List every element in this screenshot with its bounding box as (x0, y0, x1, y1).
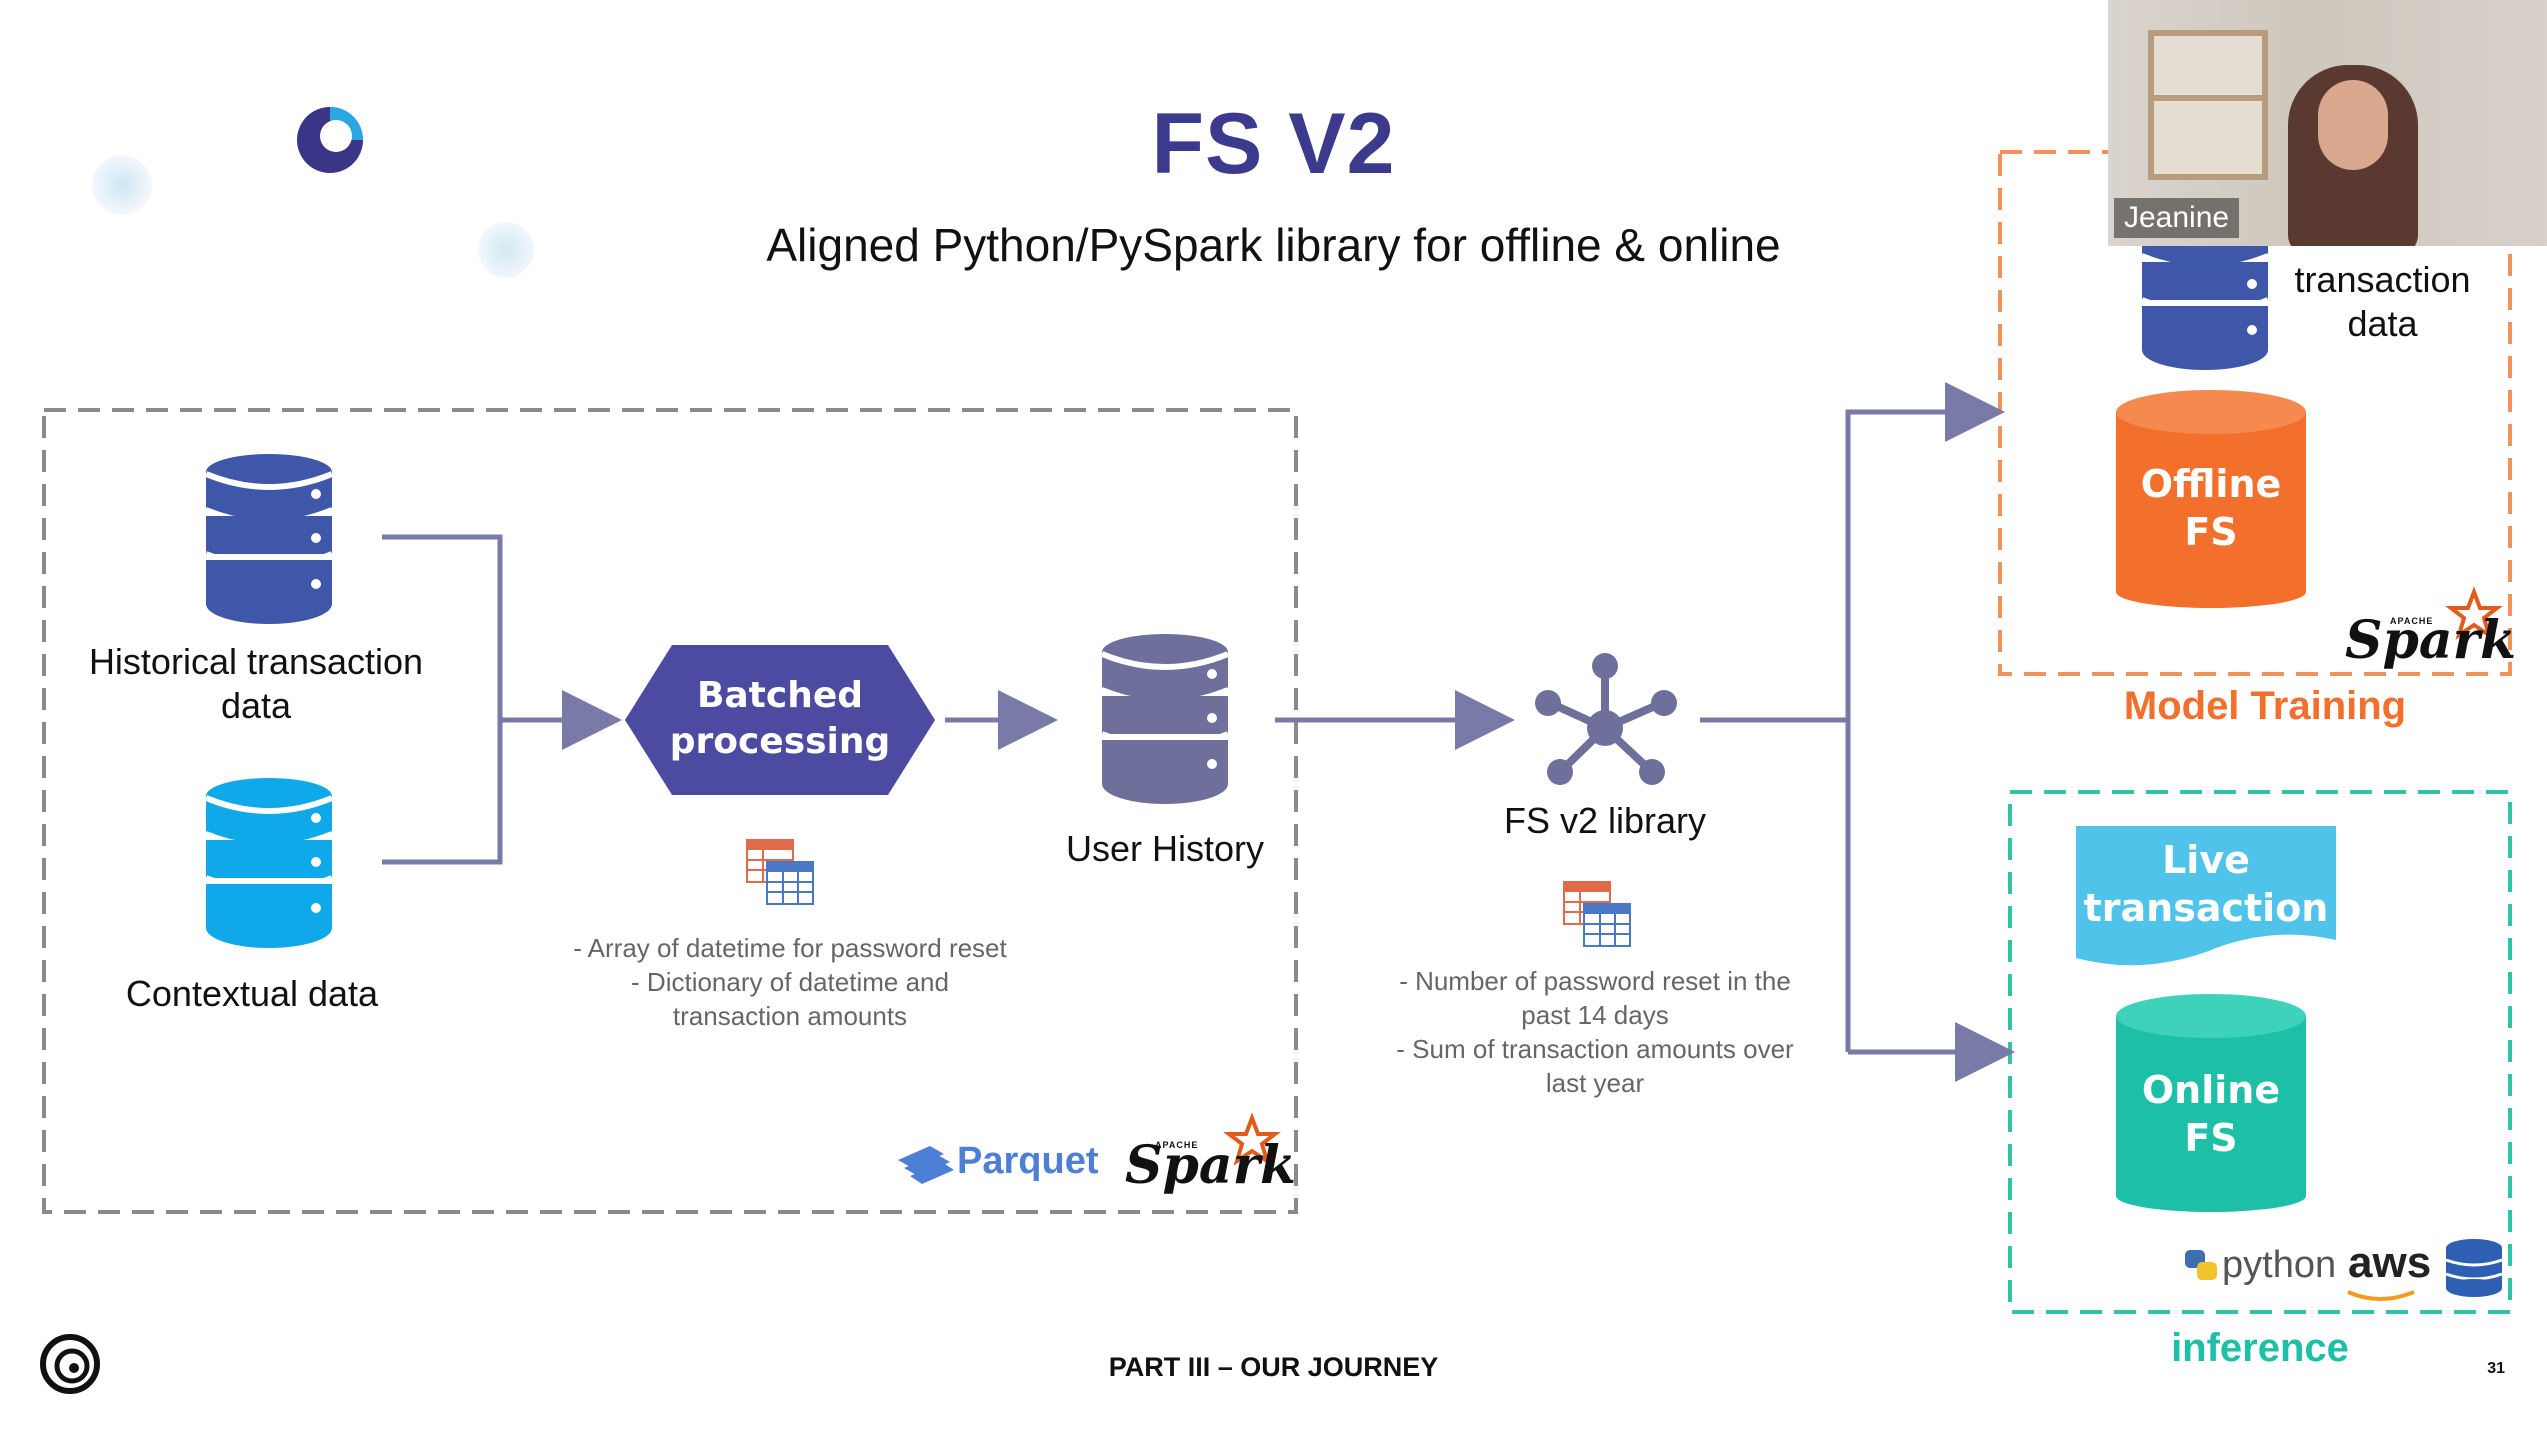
page-number: 31 (2487, 1360, 2505, 1377)
batch-notes: - Array of datetime for password reset -… (573, 933, 1007, 1031)
slide-footer: PART III – OUR JOURNEY (1108, 1352, 1439, 1382)
dynamodb-icon (2445, 1239, 2503, 1297)
participant-name-label: Jeanine (2114, 198, 2240, 238)
bookshelf-shelf (2148, 95, 2268, 101)
aws-smile-icon (2347, 1290, 2415, 1301)
offline-fs-label: Offline FS (2140, 462, 2282, 554)
batched-processing-label: Batched processing (669, 675, 891, 762)
decorative-bubble (92, 155, 152, 215)
participant-face (2318, 80, 2388, 170)
slide-subtitle: Aligned Python/PySpark library for offli… (766, 219, 1781, 271)
library-notes: - Number of password reset in the past 1… (1396, 966, 1794, 1098)
participant-video-tile[interactable]: Jeanine (2108, 0, 2547, 246)
live-transaction-banner (2076, 826, 2336, 966)
training-apache-small-text: APACHE (2390, 616, 2434, 626)
fs-v2-library-label: FS v2 library (1503, 800, 1707, 841)
contextual-database-icon (206, 778, 332, 948)
slide-title: FS V2 (1151, 96, 1396, 192)
model-training-title: Model Training (2123, 684, 2407, 728)
aws-text: aws (2348, 1238, 2432, 1287)
user-history-label: User History (1065, 828, 1265, 869)
training-historical-label: transaction data (2294, 259, 2471, 344)
spark-star-icon (1223, 1112, 1281, 1166)
apache-small-text: APACHE (1155, 1140, 1199, 1150)
live-transaction-label: Live transaction (2083, 838, 2329, 930)
contextual-data-label: Contextual data (125, 973, 379, 1014)
bookshelf (2148, 30, 2268, 180)
user-history-database-icon (1102, 634, 1228, 804)
parquet-logo-text: Parquet (957, 1140, 1099, 1182)
parquet-logo-icon (898, 1146, 954, 1184)
online-fs-cylinder (2116, 994, 2306, 1212)
inference-title: inference (2171, 1326, 2349, 1370)
training-spark-logo-text: Spark (2345, 610, 2517, 671)
table-icon (746, 839, 814, 905)
spark-logo-text: Spark (1125, 1135, 1297, 1196)
table-icon (1563, 881, 1631, 947)
ubisoft-logo-icon (40, 1334, 100, 1394)
python-text: python (2222, 1244, 2337, 1286)
spark-star-icon (2445, 586, 2503, 640)
app-logo-icon (297, 107, 363, 173)
historical-data-label: Historical transaction data (88, 641, 424, 726)
historical-database-icon (206, 454, 332, 624)
python-logo-icon (2185, 1250, 2217, 1280)
online-fs-label: Online FS (2141, 1068, 2281, 1160)
offline-fs-cylinder (2116, 390, 2306, 608)
network-hub-icon (1535, 653, 1677, 785)
decorative-bubble (478, 222, 534, 278)
